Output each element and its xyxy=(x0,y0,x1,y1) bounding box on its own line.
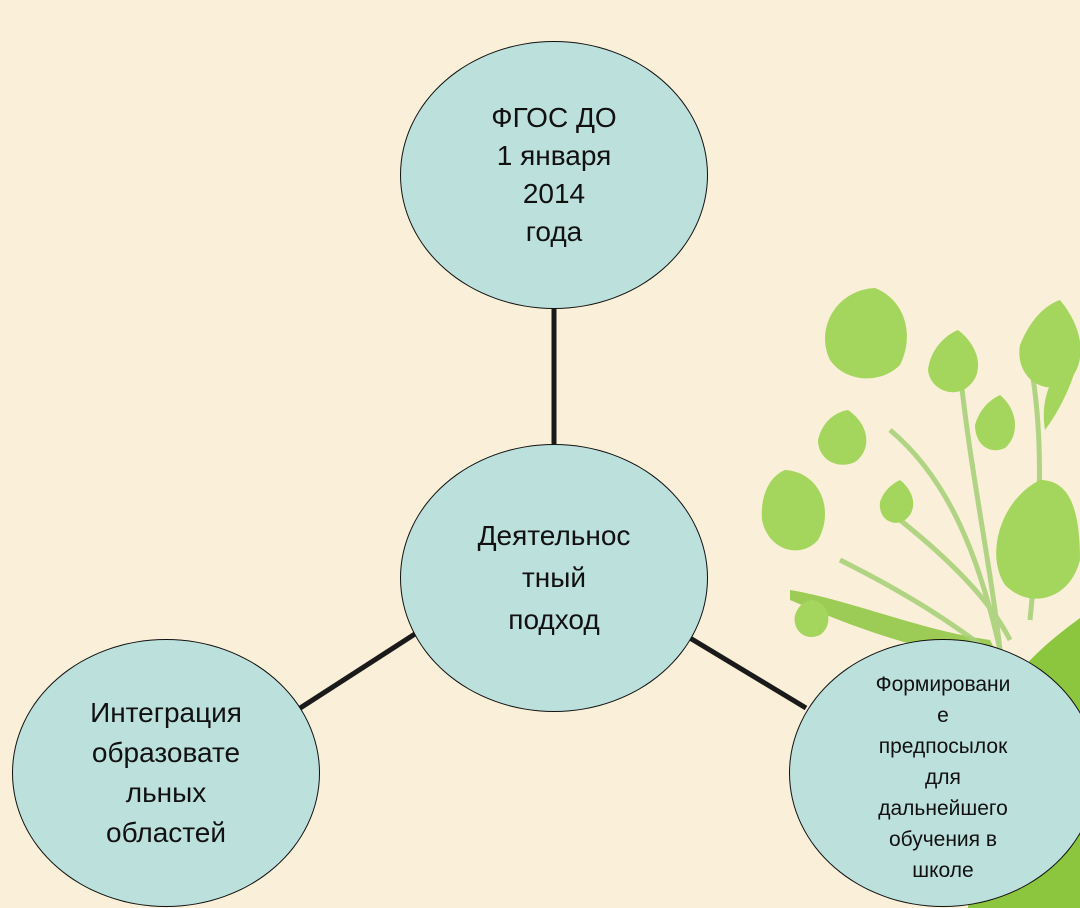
leaf xyxy=(996,480,1080,599)
node-school-readiness-label: Формировани е предпосылок для дальнейшег… xyxy=(875,672,1011,882)
leaf xyxy=(761,470,826,551)
leaf xyxy=(928,330,979,393)
node-fgos-do: ФГОС ДО 1 января 2014 года xyxy=(400,41,708,309)
node-integration: Интеграция образовате льных областей xyxy=(12,639,320,907)
node-activity-approach-label: Деятельнос тный подход xyxy=(477,520,631,635)
tree-leaves xyxy=(761,288,1080,638)
node-fgos-do-label: ФГОС ДО 1 января 2014 года xyxy=(491,102,617,247)
leaf xyxy=(794,600,829,638)
node-activity-approach: Деятельнос тный подход xyxy=(400,444,708,712)
leaf xyxy=(818,410,867,465)
leaf xyxy=(879,480,914,523)
leaf xyxy=(825,288,907,379)
leaf xyxy=(975,395,1016,451)
connector-left xyxy=(292,629,420,715)
leaf xyxy=(1043,350,1080,430)
connector-right xyxy=(678,629,808,711)
node-integration-label: Интеграция образовате льных областей xyxy=(90,697,242,848)
node-school-readiness: Формировани е предпосылок для дальнейшег… xyxy=(789,639,1080,907)
